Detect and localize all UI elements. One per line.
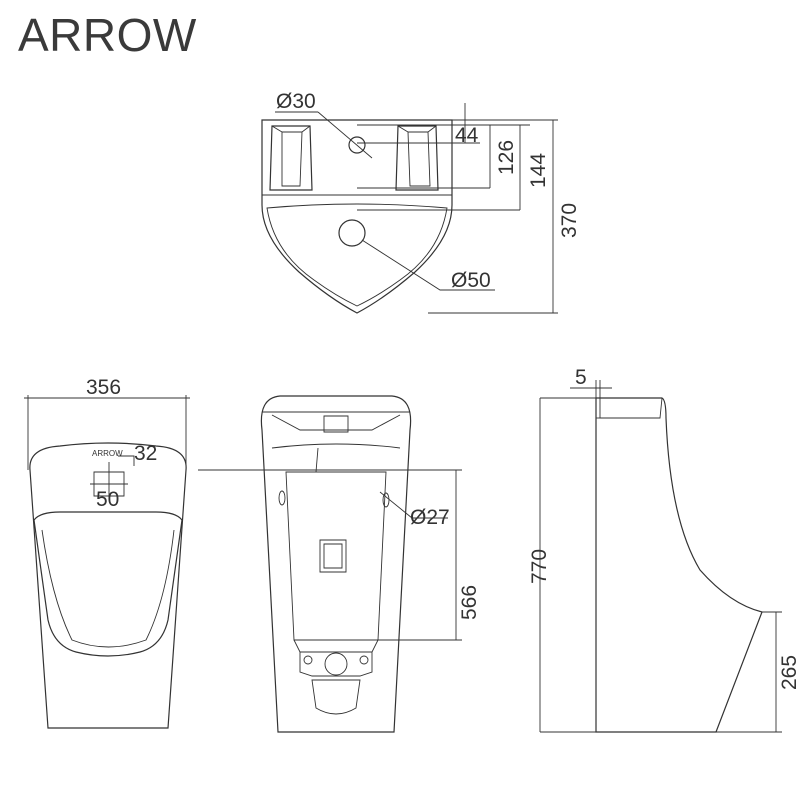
front-view-outline	[29, 442, 187, 729]
top-view-outline	[261, 119, 453, 314]
dim-inlet-diameter: Ø30	[276, 90, 316, 113]
dim-outlet-265: 265	[778, 655, 800, 690]
top-view-slot-left	[269, 125, 313, 191]
back-view: Ø27 566	[198, 395, 481, 733]
dim-50: 50	[96, 488, 119, 511]
top-view-bowl-inner	[266, 203, 448, 307]
top-view-slot-right	[395, 125, 439, 191]
brand-logo: ARROW	[18, 9, 197, 61]
dim-44: 44	[455, 124, 479, 147]
dim-width-356: 356	[86, 376, 121, 399]
dim-32: 32	[134, 442, 157, 465]
top-view: Ø30 Ø50 44 126 144 370	[261, 90, 581, 314]
front-view-logo: ARROW	[92, 449, 123, 458]
front-view-basin	[33, 511, 183, 657]
dim-126: 126	[495, 140, 518, 175]
outlet-hole	[338, 219, 366, 247]
dim-370: 370	[558, 203, 581, 238]
dim-outlet-diameter: Ø50	[451, 269, 491, 292]
dim-5: 5	[575, 366, 587, 389]
back-view-outline	[260, 395, 412, 733]
dim-height-566: 566	[458, 585, 481, 620]
dim-height-770: 770	[528, 549, 551, 584]
dim-hole-27: Ø27	[410, 506, 450, 529]
inlet-hole	[348, 136, 366, 154]
front-view: ARROW 356 32 50	[24, 376, 190, 729]
side-view-outline	[595, 397, 763, 733]
dim-144: 144	[527, 153, 550, 188]
side-view: 5 770 265	[528, 366, 800, 733]
